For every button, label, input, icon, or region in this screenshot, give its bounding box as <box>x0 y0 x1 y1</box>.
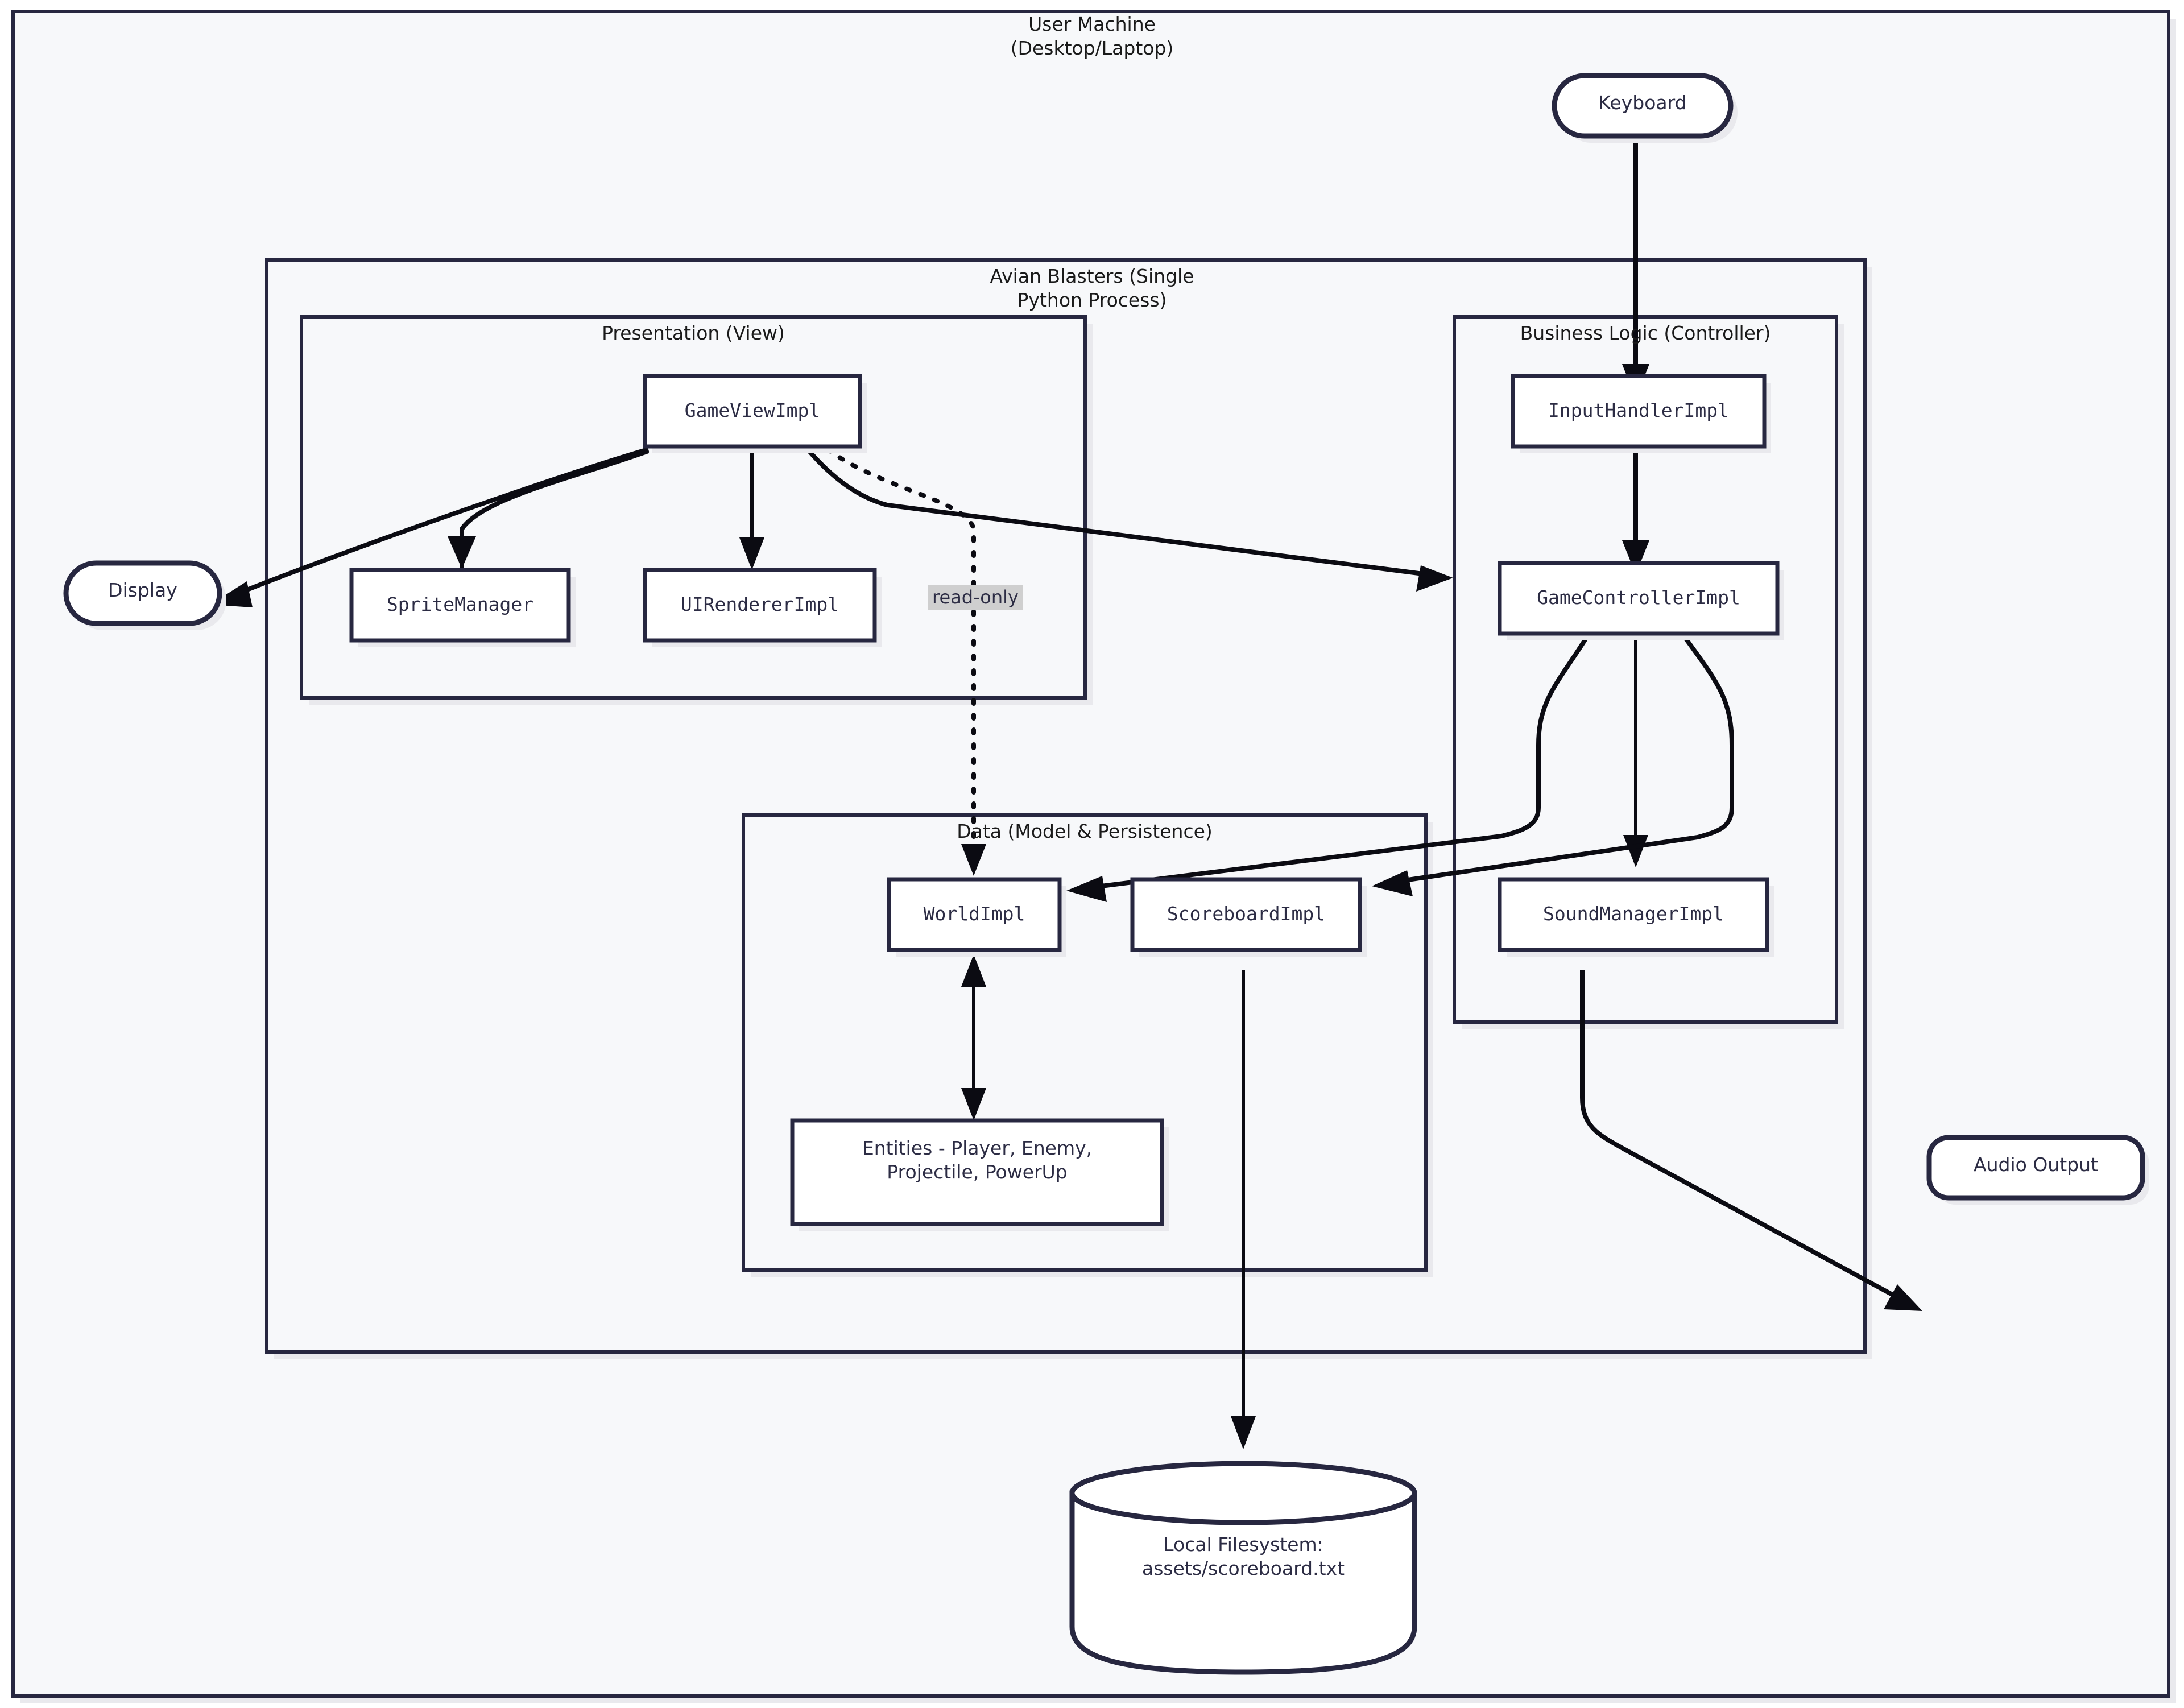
arrowhead-world-to-entities <box>961 1088 986 1120</box>
edge-gameview-to-world-readonly <box>825 447 976 864</box>
arrowhead-soundmanager-audiooutput <box>1884 1284 1922 1311</box>
node-scoreboardimpl[interactable] <box>1130 877 1362 952</box>
node-worldimpl[interactable] <box>887 877 1062 952</box>
node-uirendererimpl[interactable] <box>643 568 877 643</box>
arrowhead-gameview-gamecontroller <box>1416 565 1453 592</box>
node-gamecontrollerimpl[interactable] <box>1498 561 1780 636</box>
node-inputhandlerimpl[interactable] <box>1511 374 1767 449</box>
edge-soundmanager-to-audiooutput <box>1580 970 1900 1300</box>
node-filesystem-body[interactable] <box>1069 1490 1417 1675</box>
node-gameviewimpl[interactable] <box>643 374 862 449</box>
node-display[interactable] <box>63 560 222 626</box>
arrowhead-gamecontroller-scoreboard <box>1372 870 1413 896</box>
arrowhead-gameview-uirenderer <box>739 537 764 570</box>
edge-gamecontroller-to-world <box>1091 635 1589 890</box>
node-spritemanager[interactable] <box>349 568 571 643</box>
node-audio-output[interactable] <box>1926 1135 2145 1201</box>
arrowhead-entities-to-world <box>961 954 986 987</box>
arrowhead-scoreboard-filesystem <box>1231 1416 1256 1449</box>
node-soundmanagerimpl[interactable] <box>1498 877 1769 952</box>
edge-gameview-to-display <box>233 447 650 597</box>
node-entities[interactable] <box>790 1118 1164 1226</box>
edge-gamecontroller-to-scoreboard <box>1396 635 1734 884</box>
arrowhead-gameview-world <box>961 844 986 876</box>
arrowhead-gamecontroller-world <box>1066 876 1107 902</box>
node-filesystem-top <box>1069 1461 1417 1525</box>
edge-gameview-to-gamecontroller <box>805 448 1428 577</box>
arrowhead-inputhandler-gamecontroller <box>1622 540 1649 574</box>
node-keyboard[interactable] <box>1552 73 1734 139</box>
arrowhead-gamecontroller-soundmanager <box>1623 835 1648 867</box>
arrowhead-gameview-spritemanager <box>448 536 476 569</box>
edge-gameview-to-spritemanager <box>460 449 650 569</box>
